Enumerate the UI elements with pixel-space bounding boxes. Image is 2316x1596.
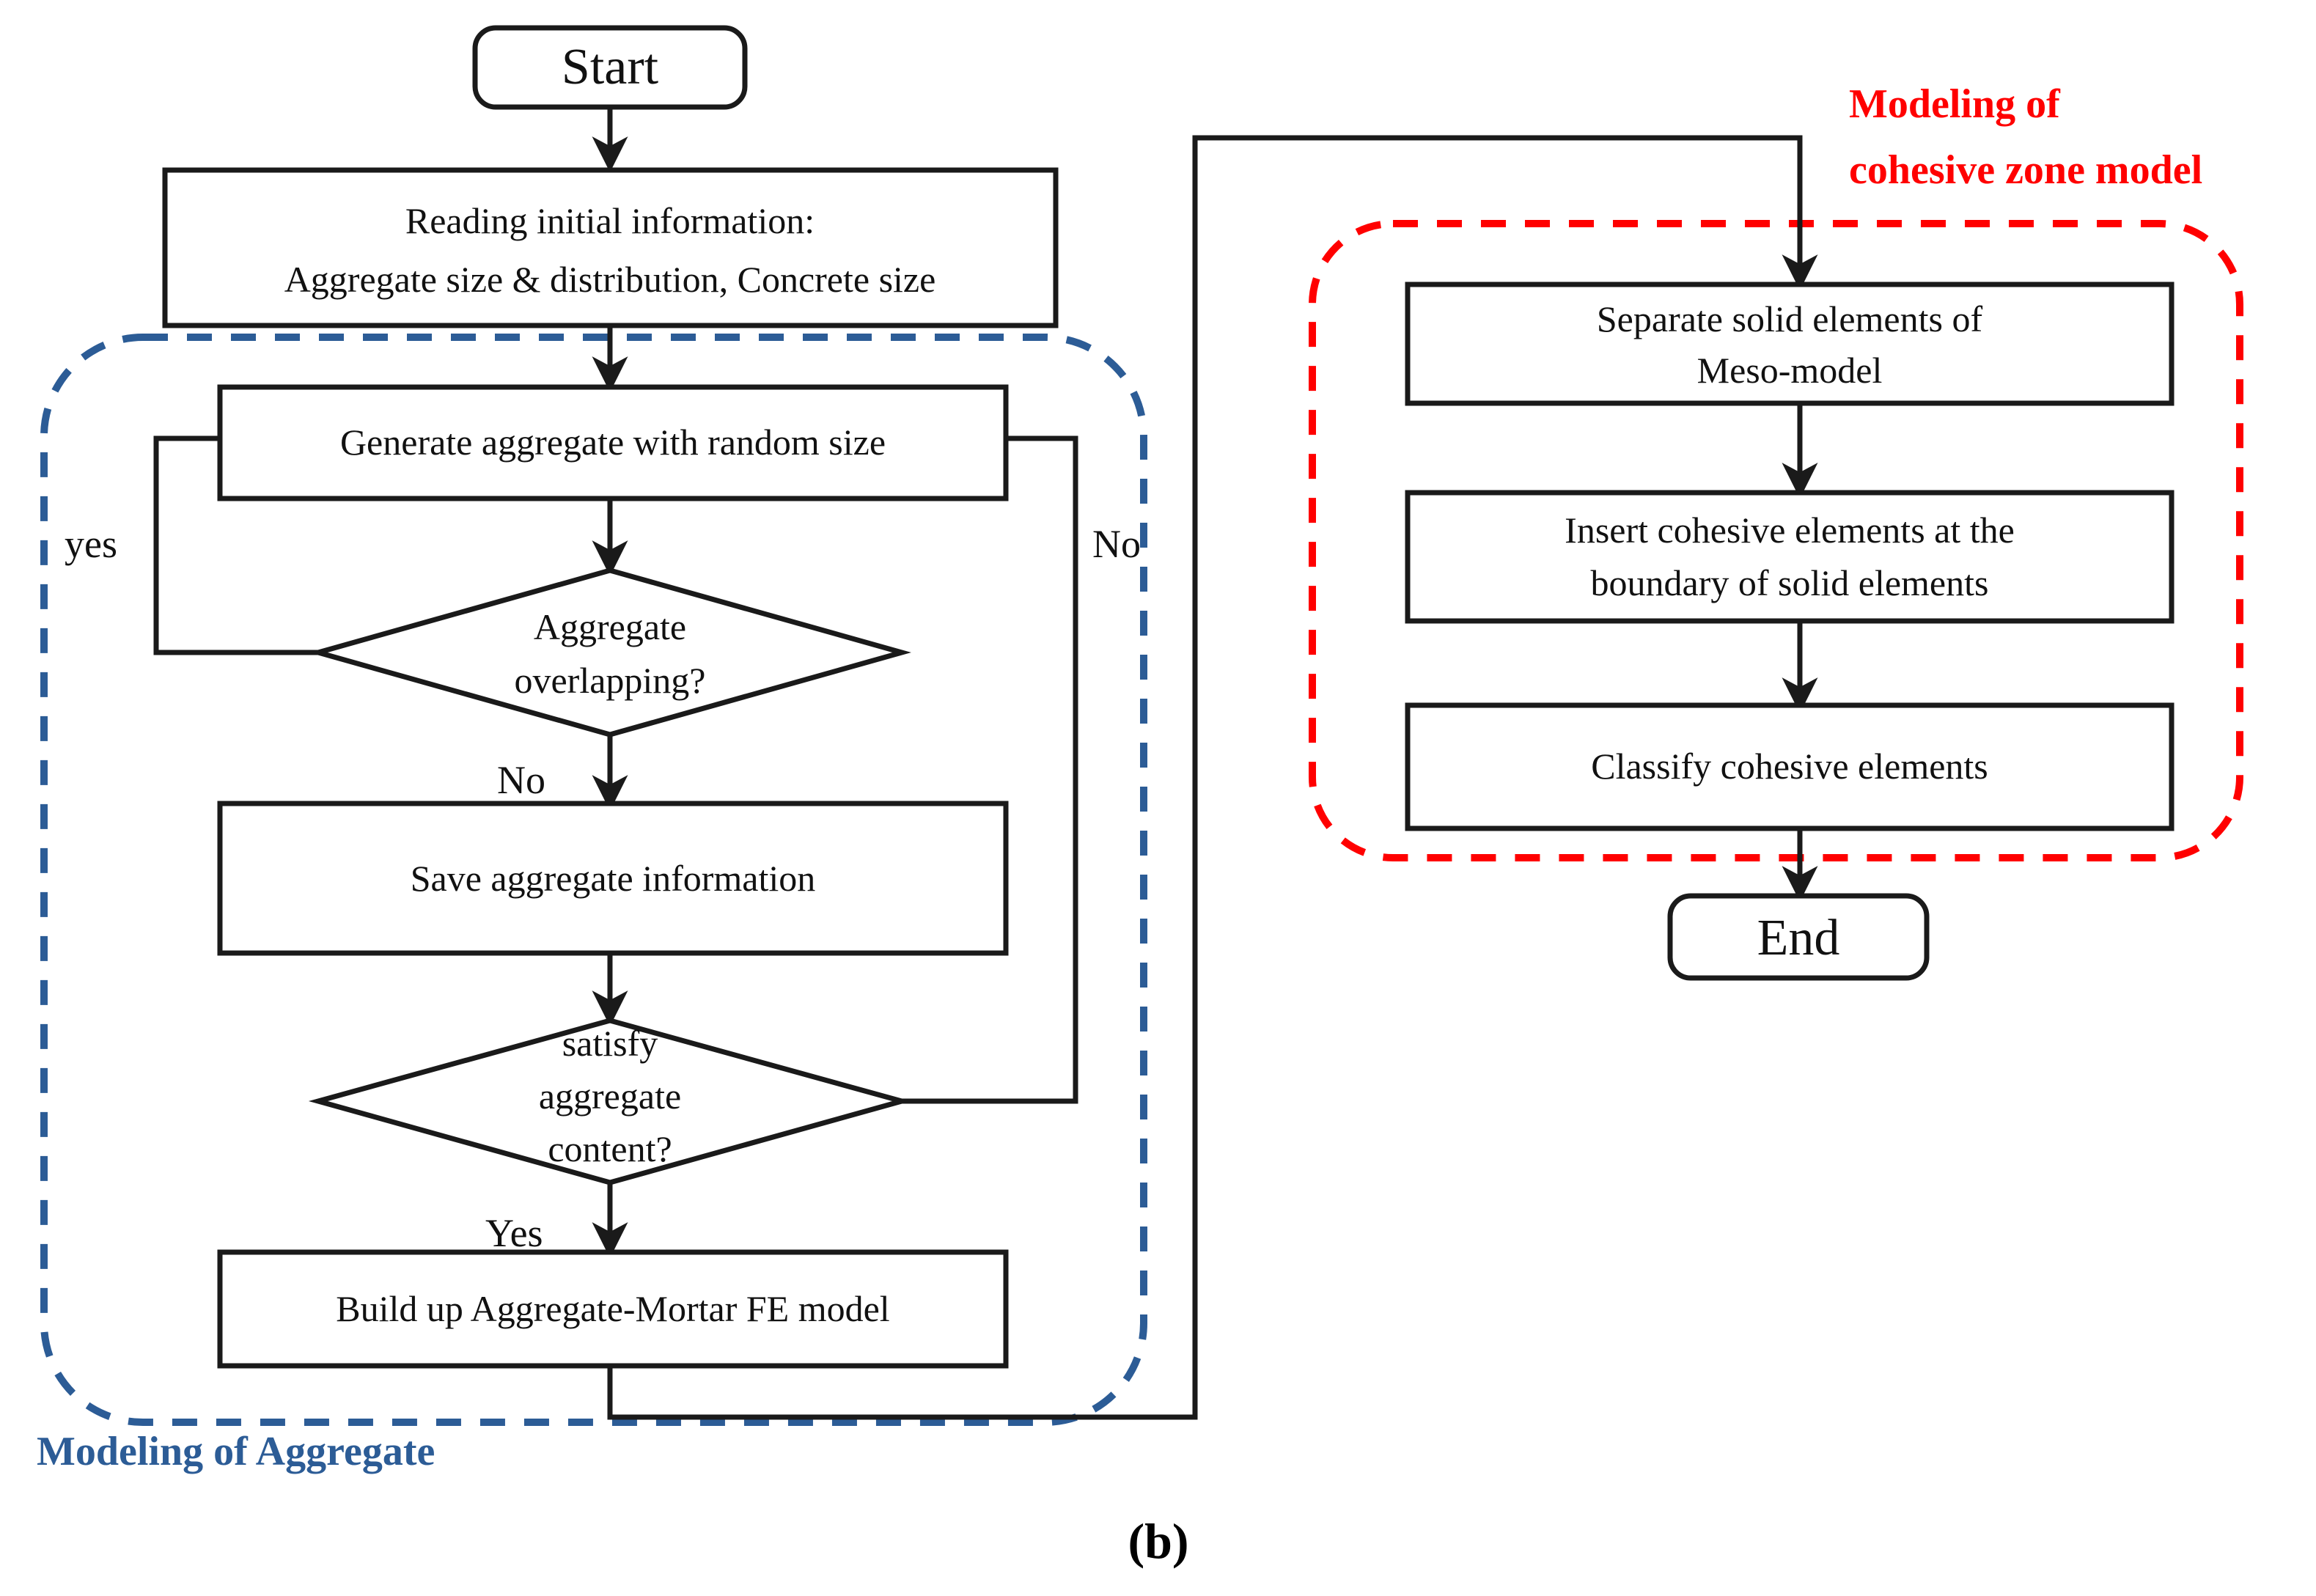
node-classify-cohesive[interactable]: Classify cohesive elements bbox=[1405, 702, 2175, 831]
node-generate[interactable]: Generate aggregate with random size bbox=[217, 384, 1009, 501]
edge-label-overlap-no: No bbox=[497, 758, 545, 802]
node-classify-label: Classify cohesive elements bbox=[1591, 746, 1988, 787]
node-start[interactable]: Start bbox=[472, 25, 748, 110]
edge-content-no-loop bbox=[642, 420, 1078, 1104]
node-build-fe[interactable]: Build up Aggregate-Mortar FE model bbox=[217, 1249, 1009, 1369]
node-content-line2: aggregate bbox=[539, 1075, 681, 1117]
aggregate-group-boundary bbox=[40, 334, 1147, 1426]
node-save-info[interactable]: Save aggregate information bbox=[217, 801, 1009, 956]
node-content-line3: content? bbox=[548, 1128, 672, 1169]
node-end-label: End bbox=[1757, 910, 1840, 966]
node-read-info[interactable]: Reading initial information: Aggregate s… bbox=[162, 167, 1059, 328]
node-overlap-check[interactable]: Aggregate overlapping? bbox=[309, 567, 911, 738]
node-overlap-line2: overlapping? bbox=[514, 660, 705, 701]
edge-build-to-cohesive bbox=[607, 135, 1818, 1420]
node-read-info-line2: Aggregate size & distribution, Concrete … bbox=[284, 259, 936, 300]
node-save-info-label: Save aggregate information bbox=[411, 858, 816, 899]
node-insert-line2: boundary of solid elements bbox=[1591, 562, 1989, 603]
node-separate-solid[interactable]: Separate solid elements of Meso-model bbox=[1405, 282, 2175, 406]
cohesive-group-label-line1: Modeling of bbox=[1849, 81, 2061, 127]
edge-label-overlap-yes: yes bbox=[65, 522, 117, 566]
node-end[interactable]: End bbox=[1667, 893, 1930, 981]
node-separate-line1: Separate solid elements of bbox=[1597, 298, 1983, 339]
node-content-line1: satisfy bbox=[562, 1023, 658, 1064]
node-build-fe-label: Build up Aggregate-Mortar FE model bbox=[336, 1288, 889, 1329]
aggregate-group-label: Modeling of Aggregate bbox=[37, 1429, 435, 1474]
figure-caption: (b) bbox=[1128, 1513, 1188, 1569]
node-generate-label: Generate aggregate with random size bbox=[340, 422, 886, 463]
node-content-check[interactable]: satisfy aggregate content? bbox=[308, 1018, 912, 1185]
node-insert-cohesive[interactable]: Insert cohesive elements at the boundary… bbox=[1405, 490, 2175, 624]
node-read-info-line1: Reading initial information: bbox=[405, 200, 815, 241]
edge-label-content-yes: Yes bbox=[485, 1211, 543, 1255]
node-insert-line1: Insert cohesive elements at the bbox=[1565, 510, 2015, 551]
cohesive-group-label-line2: cohesive zone model bbox=[1849, 147, 2202, 193]
node-overlap-line1: Aggregate bbox=[534, 606, 686, 647]
edge-label-content-no: No bbox=[1092, 522, 1141, 566]
node-separate-line2: Meso-model bbox=[1697, 350, 1883, 391]
node-start-label: Start bbox=[562, 39, 659, 95]
